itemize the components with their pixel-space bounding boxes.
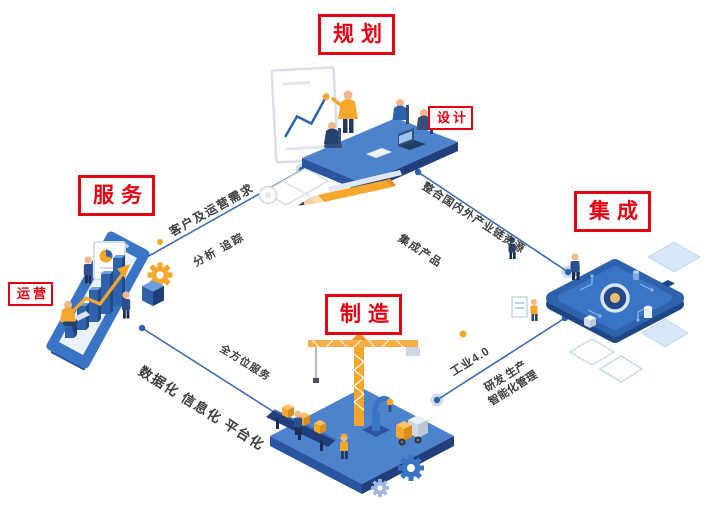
node-service: 服务	[78, 175, 155, 217]
cpu-core	[610, 293, 620, 303]
diamond-tile	[641, 318, 689, 348]
node-manufacturing: 制造	[325, 294, 402, 336]
paper-sheet	[366, 148, 392, 158]
pencil	[298, 178, 396, 206]
person-presenter	[331, 90, 358, 133]
person-by-board	[83, 256, 93, 284]
worker-blue	[294, 410, 302, 435]
circuit-board	[546, 259, 684, 343]
tower-crane	[308, 332, 420, 426]
trace-dots	[590, 274, 654, 322]
tiny-person-on-line	[508, 237, 516, 259]
tiny-person-with-board	[511, 296, 538, 321]
service-scene	[46, 231, 173, 370]
chip-cube	[584, 315, 596, 328]
person-seated-middle	[392, 99, 409, 124]
person-seated-left	[324, 122, 342, 148]
node-planning: 规划	[318, 14, 395, 56]
orange-dot-decor	[459, 330, 467, 338]
person-on-board	[570, 253, 580, 280]
diamond-tile	[646, 241, 702, 273]
gear-icon	[147, 262, 173, 288]
person-standing-right	[121, 291, 131, 319]
integration-scene	[546, 241, 702, 383]
node-operation: 运营	[8, 282, 54, 306]
orange-dot-decor	[157, 239, 163, 245]
gear-icon-small	[371, 479, 389, 497]
forklift-truck	[396, 415, 428, 446]
robot-arm	[362, 396, 394, 437]
node-design: 设计	[428, 106, 474, 130]
board-diamond-marker	[661, 280, 675, 287]
cargo-box	[282, 404, 294, 418]
gear-icon	[398, 455, 424, 481]
diamond-tile-outline	[568, 338, 616, 366]
cube	[142, 280, 164, 306]
laptop	[398, 128, 426, 150]
planning-scene	[258, 66, 458, 206]
blueprint-scroll	[258, 167, 330, 206]
manufacturing-scene	[266, 332, 454, 497]
node-integration: 集成	[574, 191, 651, 233]
worker-orange	[340, 433, 348, 459]
diamond-tile-outline	[598, 355, 644, 383]
person-sitting-laptop	[60, 301, 90, 333]
ruler	[328, 170, 402, 192]
cargo-box	[314, 420, 326, 434]
